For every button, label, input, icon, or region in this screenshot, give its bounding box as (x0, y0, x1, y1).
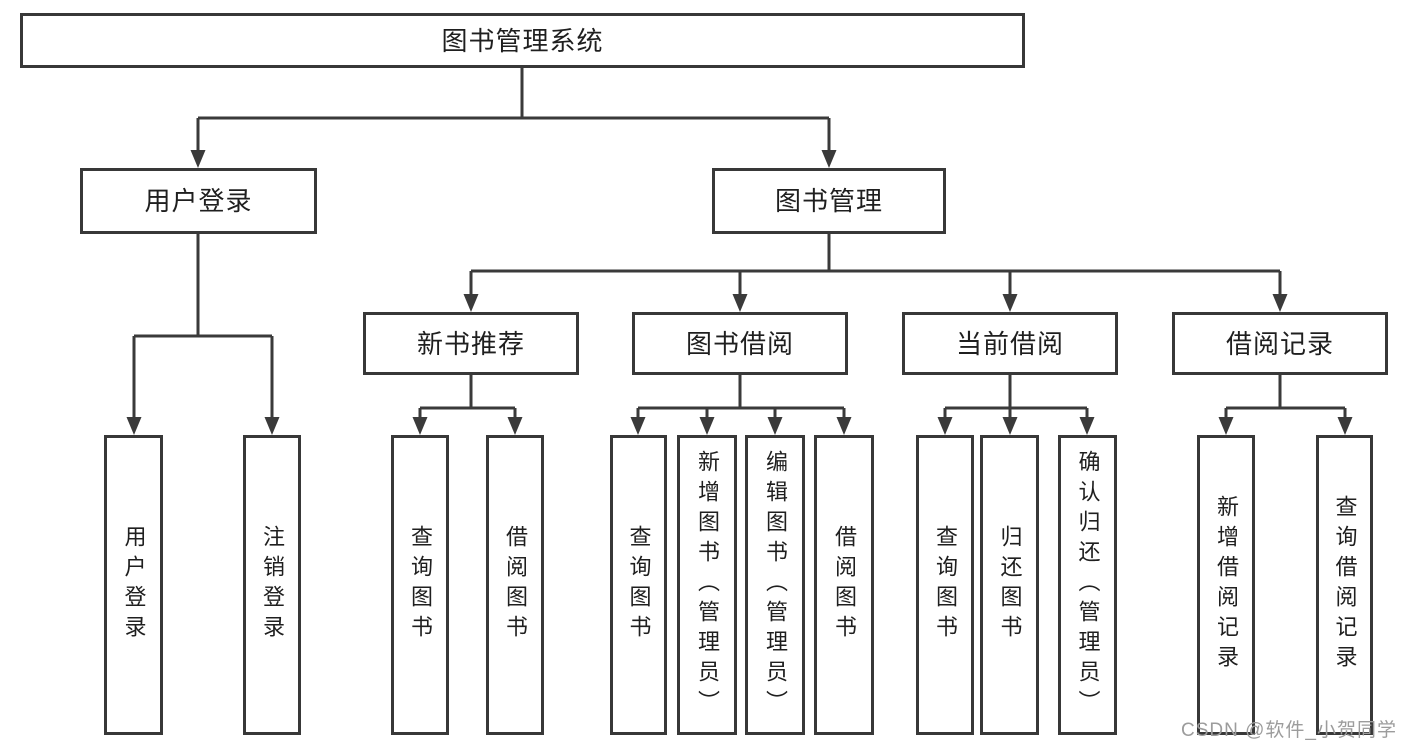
csdn-watermark: CSDN @软件_小贺同学 (1181, 720, 1397, 741)
leaf-add-borrow-record: 新增借阅记录 (1197, 435, 1255, 735)
arrowhead (264, 417, 280, 435)
leaf-borrow-book-recommend: 借阅图书 (486, 435, 544, 735)
leaf-return-book: 归还图书 (980, 435, 1039, 735)
connector-current-borrow (943, 375, 1089, 419)
connector-new-book (418, 375, 517, 419)
arrowhead (507, 417, 523, 435)
arrowhead (1218, 417, 1234, 435)
leaf-add-book-admin: 新增图书（管理员） (677, 435, 737, 735)
leaf-user-login: 用户登录 (104, 435, 163, 735)
arrowhead (767, 417, 783, 435)
arrowhead (1272, 294, 1288, 312)
leaf-logout: 注销登录 (243, 435, 301, 735)
node-system-root: 图书管理系统 (20, 13, 1025, 68)
leaf-edit-book-admin: 编辑图书（管理员） (745, 435, 805, 735)
arrowhead (821, 150, 837, 168)
arrowhead (836, 417, 852, 435)
arrowhead (937, 417, 953, 435)
connector-book-borrow (636, 375, 846, 419)
arrowhead (1002, 294, 1018, 312)
arrowhead (126, 417, 142, 435)
node-borrow-record: 借阅记录 (1172, 312, 1388, 375)
leaf-query-book-recommend: 查询图书 (391, 435, 449, 735)
node-book-borrow: 图书借阅 (632, 312, 848, 375)
arrowhead (190, 150, 206, 168)
arrowhead (699, 417, 715, 435)
leaf-query-borrow-record: 查询借阅记录 (1316, 435, 1373, 735)
connector-book-mgmt (469, 234, 1282, 296)
connector-root (196, 68, 831, 152)
leaf-query-book-current: 查询图书 (916, 435, 974, 735)
node-user-login: 用户登录 (80, 168, 317, 234)
leaf-borrow-book: 借阅图书 (814, 435, 874, 735)
arrowhead (732, 294, 748, 312)
node-book-management: 图书管理 (712, 168, 946, 234)
arrowhead (463, 294, 479, 312)
arrowhead (1337, 417, 1353, 435)
arrowhead (630, 417, 646, 435)
leaf-confirm-return-admin: 确认归还（管理员） (1058, 435, 1117, 735)
leaf-query-book-borrow: 查询图书 (610, 435, 667, 735)
connector-user-login (132, 234, 274, 419)
arrowhead (412, 417, 428, 435)
arrowhead (1079, 417, 1095, 435)
node-new-book-recommend: 新书推荐 (363, 312, 579, 375)
node-current-borrow: 当前借阅 (902, 312, 1118, 375)
connector-borrow-record (1224, 375, 1347, 419)
arrowhead (1002, 417, 1018, 435)
